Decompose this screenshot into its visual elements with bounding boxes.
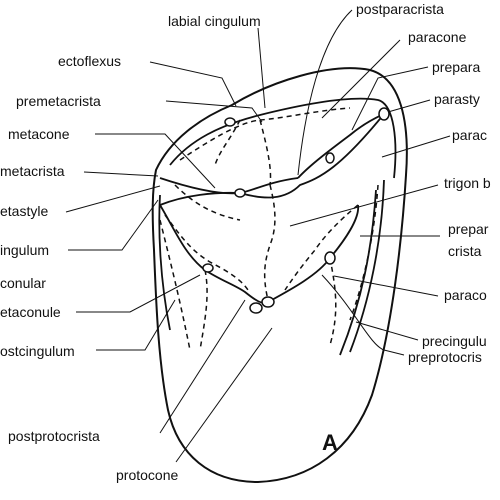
label-metacone: metacone: [8, 126, 70, 142]
leader-metaconule: [76, 274, 201, 313]
precingulum-stroke: [349, 179, 385, 353]
leader-precingulum: [355, 321, 419, 341]
label-paraconule: paraco: [444, 287, 487, 303]
label-ectoflexus: ectoflexus: [58, 53, 121, 69]
leader-preprotocrista: [321, 274, 405, 356]
protocone-cusp-b: [261, 296, 275, 308]
metacone-cusp: [234, 188, 246, 198]
leader-paracone: [321, 39, 401, 119]
metaconule-cusp: [202, 263, 214, 273]
leader-parastyle: [387, 99, 431, 113]
label-parastyle: parasty: [434, 91, 480, 107]
label-trigon-basin: trigon b: [444, 175, 491, 191]
leader-premetacrista: [165, 100, 263, 123]
parastyle-cusp: [378, 107, 390, 121]
label-metastyle: etastyle: [0, 203, 48, 219]
label-premetacrista: premetacrista: [16, 93, 101, 109]
inner-outline: [169, 97, 397, 179]
label-postcingulum: ostcingulum: [0, 343, 75, 359]
protocone-ridge: [159, 113, 385, 206]
paracone-tip-cusp: [325, 152, 335, 164]
precingulum-stroke-2: [339, 189, 377, 356]
leader-postcingulum: [96, 299, 176, 351]
label-postmetacrista: metacrista: [0, 163, 65, 179]
dashed-lingual-right: [329, 257, 337, 346]
leader-labial-cingulum: [257, 27, 266, 109]
label-preparaconule-crista-1: prepar: [448, 221, 489, 237]
leader-paraconule: [333, 275, 439, 297]
leader-cingulum: [68, 199, 159, 251]
leader-ectoflexus: [149, 61, 237, 107]
label-postparacrista: postparacrista: [356, 1, 444, 17]
leader-metastyle: [65, 185, 161, 213]
label-preparaconule-crista-2: crista: [448, 243, 482, 259]
label-cingulum: ingulum: [0, 242, 49, 258]
leader-postmetacrista: [83, 171, 159, 177]
label-postprotocrista: postprotocrista: [8, 428, 100, 444]
panel-label: A: [322, 430, 338, 455]
dashed-postcingulum: [159, 219, 191, 351]
leader-postparacrista: [297, 9, 353, 176]
label-metaconule: etaconule: [0, 304, 61, 320]
leader-paraconid: [381, 135, 451, 158]
dashed-metacone-slope: [214, 119, 241, 166]
leader-preparacrista: [351, 66, 429, 131]
protocone-cusp-a: [249, 302, 263, 314]
dashed-metaconular-crest: [164, 214, 249, 291]
label-labial-cingulum: labial cingulum: [168, 13, 261, 29]
premetacrista-ridge: [159, 177, 299, 195]
label-protocone: protocone: [116, 467, 178, 483]
paraconule-cusp: [324, 251, 336, 265]
dashed-metacone-basin: [174, 184, 241, 221]
leader-metacone: [95, 133, 216, 189]
dashed-lingual-left: [199, 269, 208, 351]
labial-cingulum-cusp: [224, 117, 236, 127]
dashed-paraconular-crest: [284, 204, 359, 291]
leader-postprotocrista: [159, 299, 246, 434]
dashed-trigon-center: [263, 184, 276, 301]
inner-outline-lower: [158, 194, 171, 331]
label-preparacrista: prepara: [432, 59, 480, 75]
label-precingulum: precingulu: [422, 333, 487, 349]
label-paracone: paracone: [408, 29, 467, 45]
leader-trigon-basin: [289, 184, 439, 227]
label-preprotocrista: preprotocris: [408, 349, 482, 365]
label-metaconular: conular: [0, 275, 46, 291]
label-paraconid: parac: [452, 127, 487, 143]
dashed-paracone-slope: [259, 119, 272, 186]
postparacrista-ridge: [297, 113, 385, 179]
tooth-outline: [151, 67, 408, 484]
leader-protocone: [175, 327, 273, 463]
